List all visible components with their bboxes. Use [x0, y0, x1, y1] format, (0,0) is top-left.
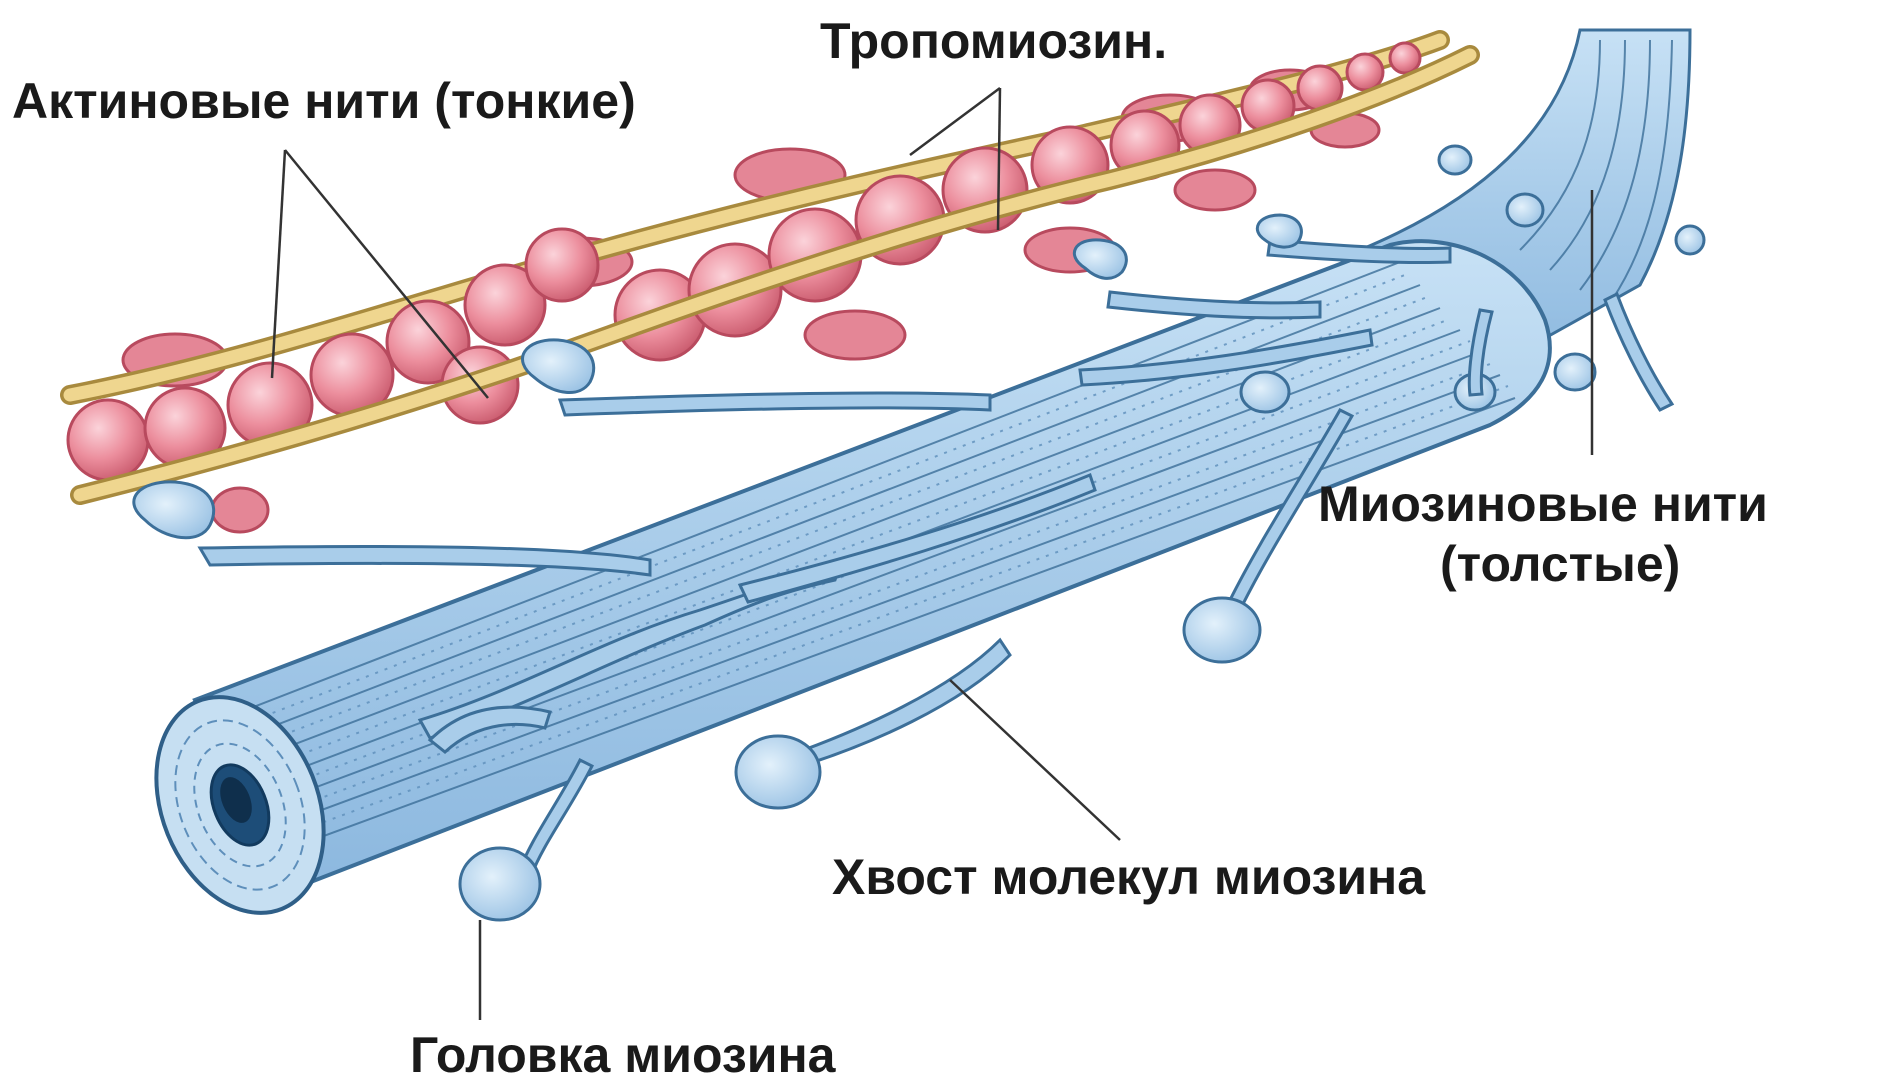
- leader-tropo-1: [910, 88, 1000, 155]
- leader-tail: [950, 680, 1120, 840]
- label-myosin-filaments-thick: (толстые): [1440, 537, 1680, 592]
- myosin-bulb-head-3: [460, 848, 540, 920]
- label-tropomyosin: Тропомиозин.: [820, 14, 1167, 69]
- label-myosin-tail: Хвост молекул миозина: [832, 850, 1425, 905]
- label-myosin-head: Головка миозина: [410, 1028, 835, 1083]
- myosin-bulb-head-2: [1184, 598, 1260, 662]
- label-myosin-filaments: Миозиновые нити: [1318, 477, 1768, 532]
- myosin-bulb-head-1: [736, 736, 820, 808]
- label-actin-filaments: Актиновые нити (тонкие): [12, 74, 636, 129]
